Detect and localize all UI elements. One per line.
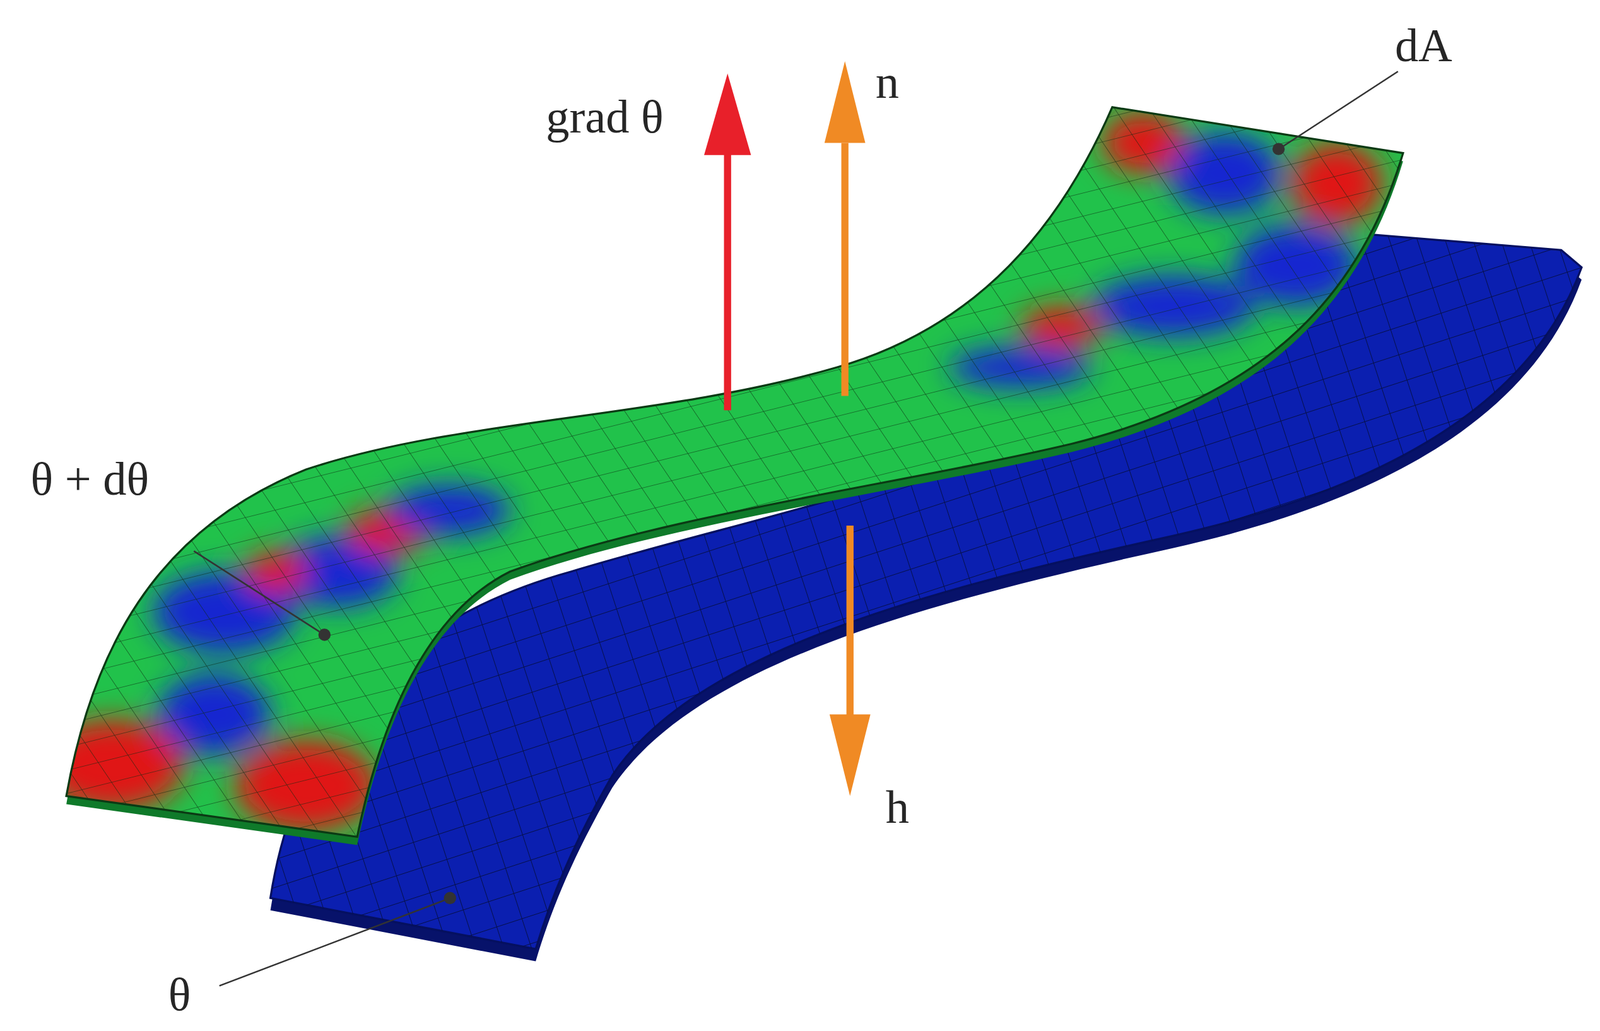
leader-line <box>193 550 320 632</box>
symbol-label: θ + dθ <box>30 456 150 503</box>
upper-shell-outline <box>66 107 1404 837</box>
symbol-label: n <box>875 59 900 106</box>
grad-arrow-head <box>704 73 751 155</box>
symbol-label: grad θ <box>545 94 664 141</box>
h-arrow-head <box>829 714 871 796</box>
n-arrow <box>841 142 849 396</box>
point-marker <box>1272 142 1285 155</box>
h-arrow <box>846 525 854 720</box>
n-arrow-head <box>824 61 866 143</box>
grad-arrow <box>724 148 732 411</box>
symbol-label: θ <box>168 971 192 1019</box>
symbol-label: dA <box>1394 22 1453 70</box>
point-marker <box>444 892 457 905</box>
point-marker <box>318 628 331 641</box>
leader-line <box>1283 71 1399 146</box>
leader-line <box>219 900 445 987</box>
symbol-label: h <box>885 783 910 831</box>
